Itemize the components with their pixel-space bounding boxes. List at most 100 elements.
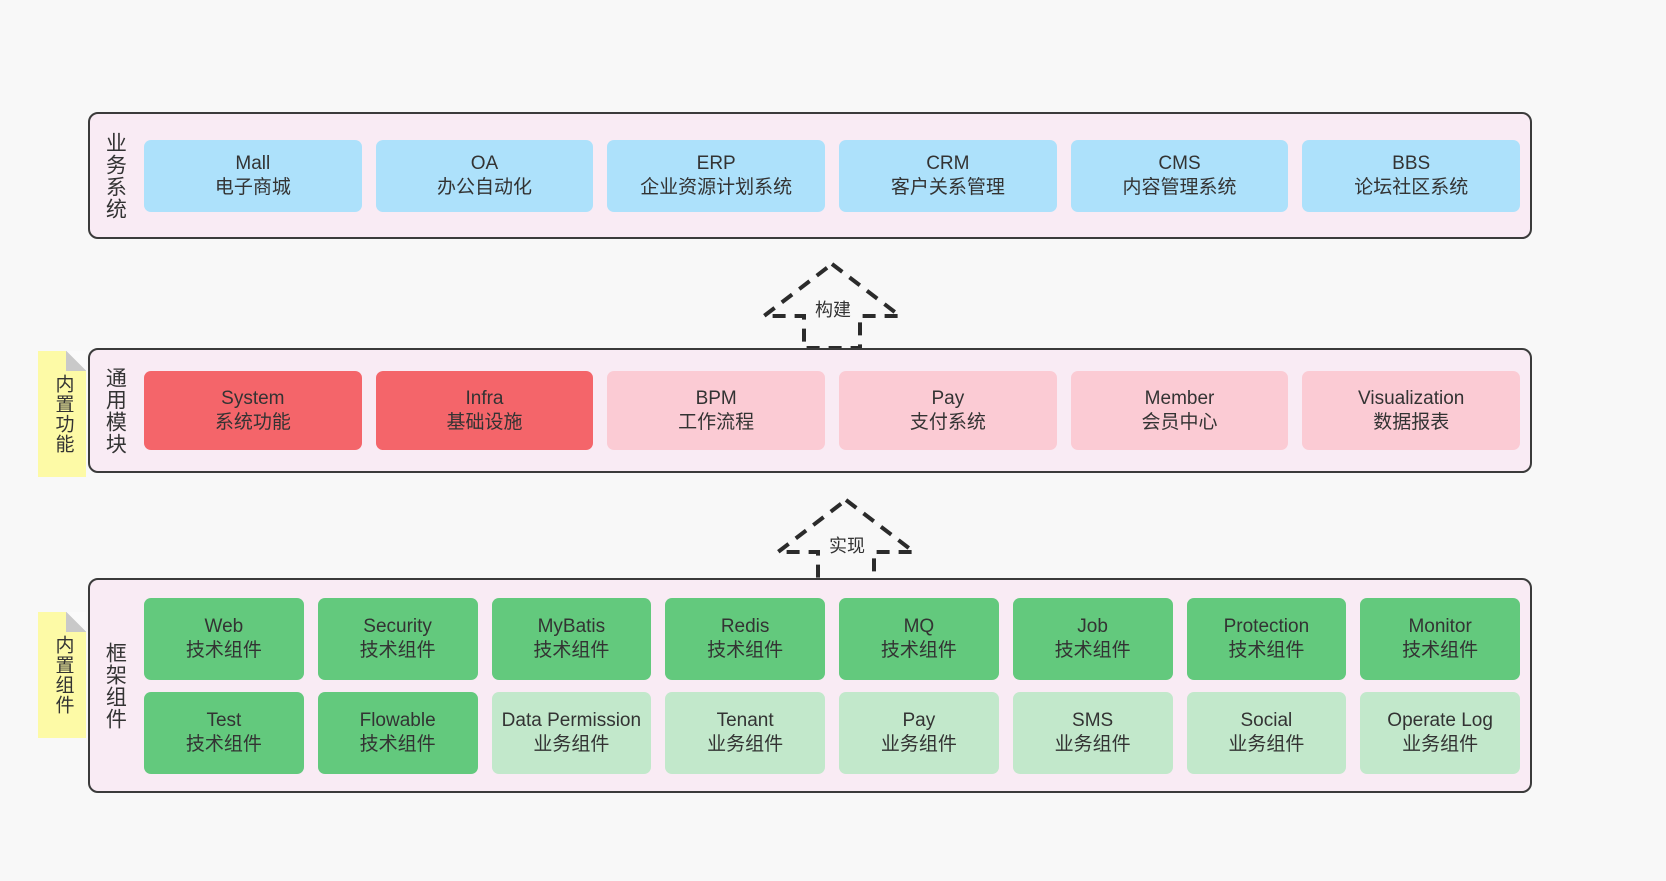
layer-business-systems: 业务系统 Mall 电子商城 OA 办公自动化 ERP 企业资源计划系统 CRM… — [88, 112, 1532, 239]
card-title: MQ — [903, 616, 935, 638]
card-title: Redis — [720, 616, 770, 638]
card-job[interactable]: Job 技术组件 — [1012, 597, 1173, 680]
card-protection[interactable]: Protection 技术组件 — [1186, 597, 1347, 680]
sticky-note-text: 内置组件 — [52, 635, 74, 715]
card-mall[interactable]: Mall 电子商城 — [144, 139, 362, 212]
card-infra[interactable]: Infra 基础设施 — [375, 371, 594, 450]
card-title: OA — [470, 153, 499, 175]
card-member[interactable]: Member 会员中心 — [1070, 371, 1289, 450]
card-subtitle: 技术组件 — [1054, 639, 1131, 661]
card-subtitle: 基础设施 — [446, 411, 523, 433]
card-subtitle: 业务组件 — [1228, 733, 1305, 755]
card-title: System — [221, 388, 285, 410]
card-subtitle: 业务组件 — [1402, 733, 1479, 755]
card-system[interactable]: System 系统功能 — [144, 371, 362, 450]
card-title: Pay — [902, 710, 936, 732]
card-subtitle: 技术组件 — [359, 639, 436, 661]
card-pay[interactable]: Pay 支付系统 — [839, 371, 1057, 450]
card-title: Pay — [931, 388, 965, 410]
card-oa[interactable]: OA 办公自动化 — [375, 139, 594, 212]
card-subtitle: 会员中心 — [1141, 411, 1218, 433]
card-title: Visualization — [1358, 388, 1465, 410]
card-mybatis[interactable]: MyBatis 技术组件 — [491, 597, 652, 680]
card-grid-business: Mall 电子商城 OA 办公自动化 ERP 企业资源计划系统 CRM 客户关系… — [134, 122, 1521, 229]
card-title: Job — [1077, 616, 1108, 638]
card-title: MyBatis — [537, 616, 606, 638]
card-subtitle: 企业资源计划系统 — [640, 176, 793, 198]
card-title: Tenant — [716, 710, 774, 732]
card-bpm[interactable]: BPM 工作流程 — [607, 371, 826, 450]
card-subtitle: 技术组件 — [533, 639, 610, 661]
arrow-label-build: 构建 — [815, 300, 851, 320]
card-row: System 系统功能 Infra 基础设施 BPM 工作流程 Pay 支付系统… — [144, 371, 1521, 450]
card-security[interactable]: Security 技术组件 — [317, 597, 478, 680]
card-title: Test — [206, 710, 242, 732]
layer-label-framework: 框架组件 — [103, 641, 127, 730]
card-monitor[interactable]: Monitor 技术组件 — [1360, 597, 1520, 680]
card-subtitle: 电子商城 — [214, 176, 291, 198]
card-title: Data Permission — [501, 710, 642, 732]
sticky-note-builtin-features: 内置功能 — [38, 351, 86, 477]
card-data-permission[interactable]: Data Permission 业务组件 — [491, 691, 652, 774]
card-subtitle: 技术组件 — [1402, 639, 1479, 661]
card-title: Member — [1144, 388, 1215, 410]
card-title: Protection — [1223, 616, 1310, 638]
card-row: Web 技术组件 Security 技术组件 MyBatis 技术组件 Redi… — [144, 597, 1520, 680]
card-title: Mall — [235, 153, 271, 175]
card-title: BPM — [695, 388, 737, 410]
card-subtitle: 技术组件 — [359, 733, 436, 755]
card-subtitle: 技术组件 — [880, 639, 957, 661]
card-subtitle: 支付系统 — [909, 411, 986, 433]
card-subtitle: 工作流程 — [678, 411, 755, 433]
card-subtitle: 客户关系管理 — [890, 176, 1005, 198]
arrow-label-implement: 实现 — [829, 536, 865, 556]
card-title: BBS — [1392, 153, 1431, 175]
card-flowable[interactable]: Flowable 技术组件 — [317, 691, 478, 774]
card-subtitle: 技术组件 — [185, 733, 262, 755]
arrow-build: 构建 — [752, 258, 912, 358]
card-title: ERP — [696, 153, 736, 175]
card-cms[interactable]: CMS 内容管理系统 — [1070, 139, 1289, 212]
card-subtitle: 系统功能 — [214, 411, 291, 433]
card-pay-business[interactable]: Pay 业务组件 — [839, 691, 999, 774]
card-subtitle: 数据报表 — [1373, 411, 1450, 433]
card-title: Security — [363, 616, 432, 638]
card-bbs[interactable]: BBS 论坛社区系统 — [1302, 139, 1521, 212]
layer-label-common: 通用模块 — [103, 366, 127, 455]
card-social[interactable]: Social 业务组件 — [1186, 691, 1347, 774]
sticky-note-text: 内置功能 — [52, 374, 74, 454]
card-title: Flowable — [359, 710, 436, 732]
card-subtitle: 技术组件 — [707, 639, 784, 661]
card-subtitle: 业务组件 — [1054, 733, 1131, 755]
card-operate-log[interactable]: Operate Log 业务组件 — [1360, 691, 1520, 774]
card-subtitle: 业务组件 — [880, 733, 957, 755]
card-mq[interactable]: MQ 技术组件 — [839, 597, 999, 680]
card-web[interactable]: Web 技术组件 — [144, 597, 304, 680]
card-crm[interactable]: CRM 客户关系管理 — [839, 139, 1057, 212]
card-visualization[interactable]: Visualization 数据报表 — [1302, 371, 1521, 450]
card-title: Operate Log — [1387, 710, 1493, 732]
layer-label-business: 业务系统 — [103, 131, 127, 220]
card-subtitle: 业务组件 — [533, 733, 610, 755]
card-title: SMS — [1072, 710, 1114, 732]
card-grid-framework: Web 技术组件 Security 技术组件 MyBatis 技术组件 Redi… — [134, 588, 1520, 783]
card-title: Monitor — [1408, 616, 1472, 638]
card-redis[interactable]: Redis 技术组件 — [665, 597, 825, 680]
card-subtitle: 业务组件 — [707, 733, 784, 755]
card-row: Test 技术组件 Flowable 技术组件 Data Permission … — [144, 691, 1520, 774]
card-subtitle: 内容管理系统 — [1122, 176, 1237, 198]
card-title: CMS — [1158, 153, 1201, 175]
card-title: Social — [1240, 710, 1293, 732]
card-title: Infra — [465, 388, 504, 410]
card-grid-common: System 系统功能 Infra 基础设施 BPM 工作流程 Pay 支付系统… — [134, 358, 1521, 463]
card-tenant[interactable]: Tenant 业务组件 — [665, 691, 825, 774]
card-title: Web — [204, 616, 244, 638]
card-sms[interactable]: SMS 业务组件 — [1012, 691, 1173, 774]
layer-framework-components: 框架组件 Web 技术组件 Security 技术组件 MyBatis 技术组件… — [88, 578, 1532, 793]
card-subtitle: 办公自动化 — [437, 176, 533, 198]
card-subtitle: 技术组件 — [1228, 639, 1305, 661]
card-title: CRM — [926, 153, 970, 175]
card-erp[interactable]: ERP 企业资源计划系统 — [607, 139, 826, 212]
card-test[interactable]: Test 技术组件 — [144, 691, 304, 774]
card-row: Mall 电子商城 OA 办公自动化 ERP 企业资源计划系统 CRM 客户关系… — [144, 139, 1521, 212]
